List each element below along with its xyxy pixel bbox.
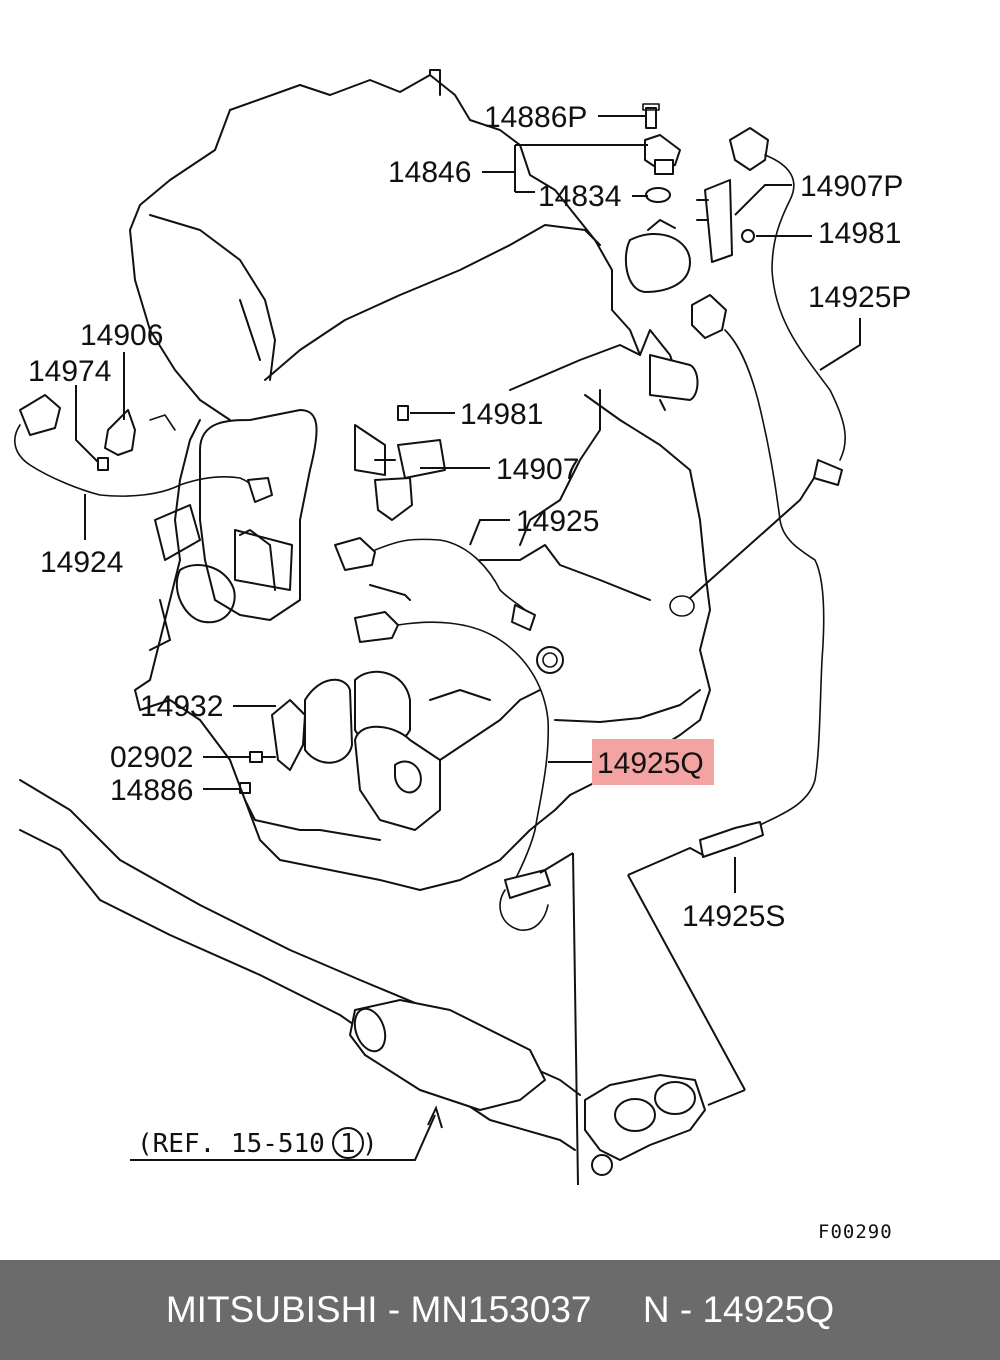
reference-suffix: ) (362, 1129, 378, 1159)
label-14925S: 14925S (682, 900, 785, 933)
figure-code: F00290 (818, 1221, 893, 1243)
label-14925P: 14925P (808, 281, 911, 314)
sensor-components (14, 103, 846, 931)
exhaust-pipe (19, 779, 706, 1176)
label-14846: 14846 (388, 156, 471, 189)
parts-diagram: 14886P 14846 14834 14907P 14981 14925P 1… (14, 69, 911, 1243)
label-14834: 14834 (538, 180, 621, 213)
label-02902: 02902 (110, 741, 193, 774)
label-14932: 14932 (140, 690, 223, 723)
part-labels: 14886P 14846 14834 14907P 14981 14925P 1… (28, 101, 911, 933)
label-14974: 14974 (28, 355, 111, 388)
label-14981-mid: 14981 (460, 398, 543, 431)
leader-lines (75, 115, 861, 1186)
label-14886: 14886 (110, 774, 193, 807)
reference-callout: (REF. 15-510 1 ) (137, 1127, 378, 1159)
label-14907: 14907 (496, 453, 579, 486)
label-14924: 14924 (40, 546, 123, 579)
reference-circled-number: 1 (340, 1129, 356, 1159)
label-14925: 14925 (516, 505, 599, 538)
label-14907P: 14907P (800, 170, 903, 203)
label-14906: 14906 (80, 319, 163, 352)
highlight-box (592, 739, 714, 785)
reference-prefix: (REF. 15-510 (137, 1129, 325, 1159)
label-14886P: 14886P (484, 101, 587, 134)
footer-text: MITSUBISHI - MN153037 N - 14925Q (165, 1289, 835, 1330)
engine-block (129, 69, 711, 891)
label-14925Q: 14925Q (597, 747, 704, 780)
reference-circle (332, 1127, 364, 1159)
footer-bar: MITSUBISHI - MN153037 N - 14925Q (0, 1260, 1000, 1360)
label-14981-top: 14981 (818, 217, 901, 250)
